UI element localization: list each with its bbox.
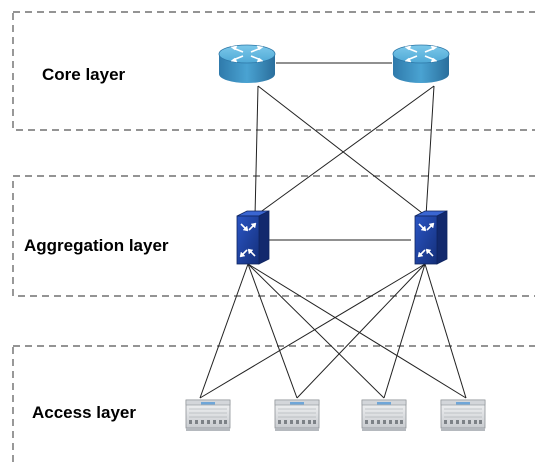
link-agg-switch-1-access-switch-1 xyxy=(199,263,249,399)
link-agg-switch-2-access-switch-2 xyxy=(296,263,426,399)
devices xyxy=(185,44,486,432)
core-router-1-router-icon[interactable] xyxy=(218,44,276,84)
agg-switch-1-layer3-switch-icon[interactable] xyxy=(236,210,270,265)
access-switch-4-access-switch-icon[interactable] xyxy=(440,399,486,432)
core-router-2-router-icon[interactable] xyxy=(392,44,450,84)
connection-links xyxy=(199,62,467,399)
link-agg-switch-2-access-switch-3 xyxy=(383,263,426,399)
link-agg-switch-1-access-switch-3 xyxy=(247,263,385,399)
agg-switch-2-layer3-switch-icon[interactable] xyxy=(414,210,448,265)
access-switch-3-access-switch-icon[interactable] xyxy=(361,399,407,432)
aggregation-layer-label: Aggregation layer xyxy=(24,236,169,255)
link-core-router-1-agg-switch-2 xyxy=(257,85,427,217)
link-core-router-2-agg-switch-2 xyxy=(425,85,435,217)
access-switch-2-access-switch-icon[interactable] xyxy=(274,399,320,432)
link-agg-switch-2-access-switch-4 xyxy=(424,263,467,399)
core-layer-label: Core layer xyxy=(42,65,126,84)
core-layer-zone xyxy=(12,11,535,131)
access-layer-zone xyxy=(12,345,535,463)
link-agg-switch-1-access-switch-4 xyxy=(247,263,467,399)
link-core-router-2-agg-switch-1 xyxy=(254,85,435,217)
link-agg-switch-2-access-switch-1 xyxy=(199,263,426,399)
access-layer-label: Access layer xyxy=(32,403,136,422)
aggregation-layer-zone xyxy=(12,175,535,297)
link-agg-switch-1-access-switch-2 xyxy=(247,263,298,399)
link-core-router-1-agg-switch-1 xyxy=(254,85,259,217)
access-switch-1-access-switch-icon[interactable] xyxy=(185,399,231,432)
